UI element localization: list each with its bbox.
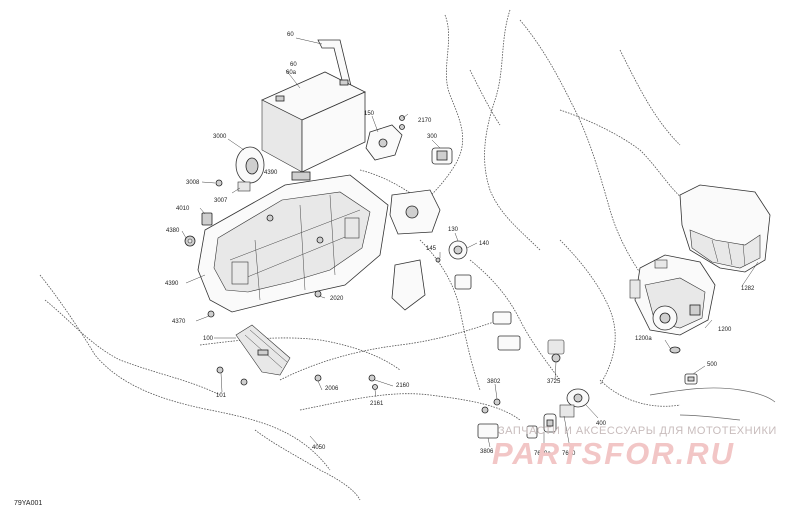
callout-300: 300 — [427, 134, 438, 140]
callout-7600a: 7600a — [534, 451, 551, 457]
callout-3802: 3802 — [487, 379, 501, 385]
callout-1200a: 1200a — [635, 336, 652, 342]
callout-130: 130 — [448, 227, 459, 233]
callout-60: 60 — [290, 62, 297, 68]
callout-2020: 2020 — [330, 296, 344, 302]
callout-60a: 60a — [286, 70, 297, 76]
callout-4370: 4370 — [172, 319, 186, 325]
callout-3725: 3725 — [547, 379, 561, 385]
center-relay-block — [389, 189, 441, 311]
battery — [261, 71, 366, 173]
callout-2170: 2170 — [418, 118, 432, 124]
callout-100: 100 — [203, 336, 214, 342]
callout-1200: 1200 — [718, 327, 732, 333]
callout-500: 500 — [707, 362, 718, 368]
abs-module-1200 — [629, 254, 716, 336]
sensor-130 — [435, 240, 468, 263]
callout-4050: 4050 — [312, 445, 326, 451]
wiring-harness — [39, 9, 776, 501]
callout-3000: 3000 — [213, 134, 227, 140]
callout-3008: 3008 — [186, 180, 200, 186]
callout-2161: 2161 — [370, 401, 384, 407]
leader-lines — [181, 37, 759, 449]
voltage-regulator-100 — [235, 324, 291, 376]
abs-cover-1282 — [679, 184, 771, 273]
sensor-7600 — [526, 413, 557, 439]
callout-7600: 7600 — [562, 451, 576, 457]
speed-sensor-500 — [684, 373, 698, 385]
callout-60: 60 — [287, 32, 294, 38]
grommet-1200a — [669, 346, 681, 354]
fasteners-regulator — [216, 290, 378, 390]
callout-2006: 2006 — [325, 386, 339, 392]
watermark-logo: PARTSFOR.RU — [492, 436, 736, 471]
watermark-tagline: ЗАПЧАСТИ И АКСЕССУАРЫ ДЛЯ МОТОТЕХНИКИ — [498, 425, 777, 437]
connector-300 — [431, 147, 453, 165]
callout-101: 101 — [216, 393, 227, 399]
fasteners-left — [184, 212, 215, 318]
callout-400: 400 — [596, 421, 607, 427]
sensor-3806 — [477, 398, 501, 439]
callout-4390: 4390 — [264, 170, 278, 176]
horn-3000 — [215, 146, 265, 192]
callout-1282: 1282 — [741, 286, 755, 292]
sensor-400 — [559, 388, 590, 418]
connector-group-center — [454, 274, 565, 363]
callout-4010: 4010 — [176, 206, 190, 212]
callout-2160: 2160 — [396, 383, 410, 389]
callout-4380: 4380 — [166, 228, 180, 234]
callout-4390: 4390 — [165, 281, 179, 287]
relay-module-150 — [365, 124, 403, 161]
callout-150: 150 — [364, 111, 375, 117]
electrical-bracket — [197, 171, 389, 313]
callout-labels: 60 60 60a 150 2170 300 3000 3008 4390 30… — [165, 32, 755, 457]
callout-3007: 3007 — [214, 198, 228, 204]
callout-3806: 3806 — [480, 449, 494, 455]
diagram-reference-code: 79YA001 — [14, 500, 43, 507]
callout-145: 145 — [426, 246, 437, 252]
callout-140: 140 — [479, 241, 490, 247]
small-fasteners-2170 — [399, 115, 405, 130]
